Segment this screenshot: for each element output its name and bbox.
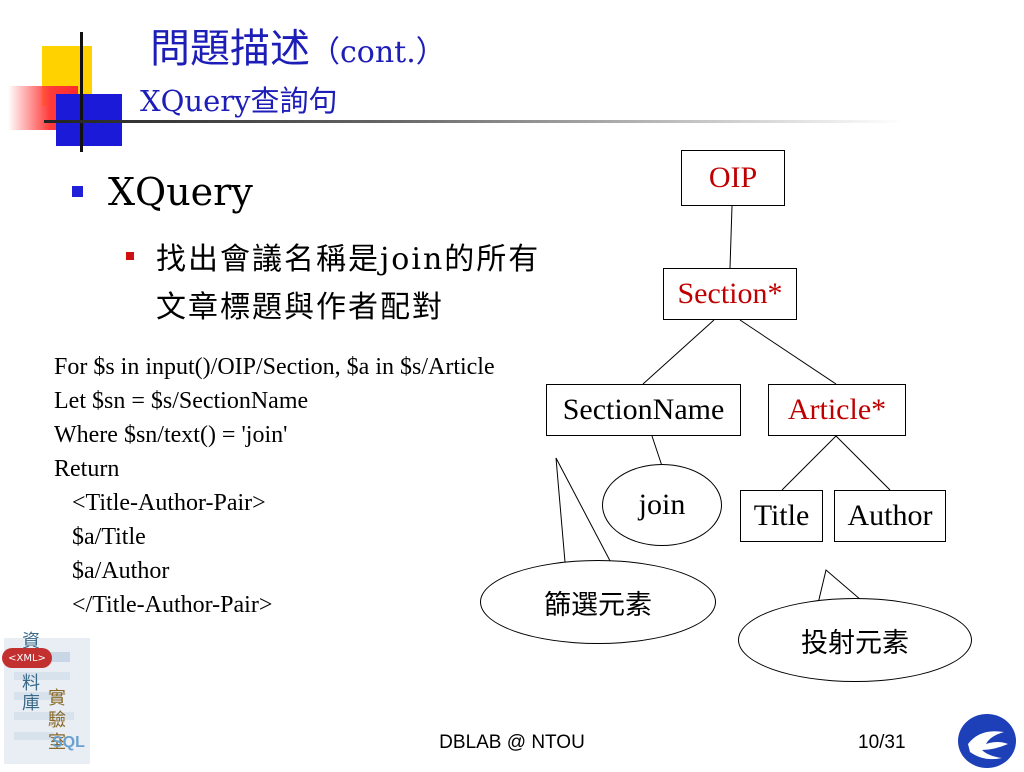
code-line: $a/Author xyxy=(54,558,170,584)
callout-filter-pointer xyxy=(555,457,619,577)
bullet-marker-level2 xyxy=(126,252,134,260)
logo-char: 料 xyxy=(22,673,40,694)
callout-filter: 篩選元素 xyxy=(480,560,716,644)
logo-char: 室 xyxy=(48,732,66,753)
edge-oip-section xyxy=(729,205,733,269)
decor-vertical-line xyxy=(80,32,83,152)
logo-char: 資 xyxy=(22,631,40,652)
code-line: $a/Title xyxy=(54,524,146,550)
xquery-code-block: For $s in input()/OIP/Section, $a in $s/… xyxy=(54,350,495,622)
lab-logo-chars-col2: 實 驗 室 xyxy=(48,688,66,754)
edge-article-author xyxy=(835,435,891,491)
tree-node-section: Section* xyxy=(663,268,797,320)
logo-char: 驗 xyxy=(48,710,66,731)
edge-section-article xyxy=(739,319,837,385)
logo-char: 實 xyxy=(48,688,66,709)
callout-projection: 投射元素 xyxy=(738,598,972,682)
logo-char: 庫 xyxy=(22,693,40,714)
bullet-level2-line2: 文章標題與作者配對 xyxy=(156,290,444,325)
code-line: </Title-Author-Pair> xyxy=(54,592,273,618)
university-logo xyxy=(958,714,1016,768)
sql-text: SQL xyxy=(52,734,85,751)
tree-node-title: Title xyxy=(740,490,823,542)
bullet-level1-text: XQuery xyxy=(108,170,253,214)
page-number: 10/31 xyxy=(858,732,906,753)
lab-logo-chars-col1: 資 料 庫 xyxy=(22,632,40,714)
footer-label: DBLAB @ NTOU xyxy=(439,732,585,753)
slide-title: 問題描述（cont.） xyxy=(150,16,446,74)
university-logo-graphic xyxy=(968,731,1008,760)
tree-node-article: Article* xyxy=(768,384,906,436)
edge-sectionname-join xyxy=(651,435,663,467)
xml-badge: <XML> xyxy=(2,648,52,668)
tree-node-sectionname: SectionName xyxy=(546,384,741,436)
edge-section-sectionname xyxy=(642,319,715,385)
code-line: Let $sn = $s/SectionName xyxy=(54,388,309,414)
code-line: <Title-Author-Pair> xyxy=(54,490,266,516)
tree-node-oip: OIP xyxy=(681,150,785,206)
lab-logo: <XML> 資 料 庫 實 驗 室 SQL xyxy=(0,632,96,768)
decor-horizontal-line xyxy=(44,120,904,123)
code-line: Return xyxy=(54,456,120,482)
slide-title-suffix: （cont.） xyxy=(310,35,446,70)
tree-node-join-value: join xyxy=(602,464,722,546)
code-line: Where $sn/text() = 'join' xyxy=(54,422,288,448)
tree-node-author: Author xyxy=(834,490,946,542)
code-line: For $s in input()/OIP/Section, $a in $s/… xyxy=(54,354,495,380)
bullet-marker-level1 xyxy=(72,186,83,197)
bullet-level2-line1: 找出會議名稱是join的所有 xyxy=(156,242,541,277)
slide-subtitle: XQuery查詢句 xyxy=(140,84,338,118)
slide-title-main: 問題描述 xyxy=(150,26,310,72)
edge-article-title xyxy=(781,435,837,491)
bullet-level2-text: 找出會議名稱是join的所有 文章標題與作者配對 xyxy=(156,236,540,332)
